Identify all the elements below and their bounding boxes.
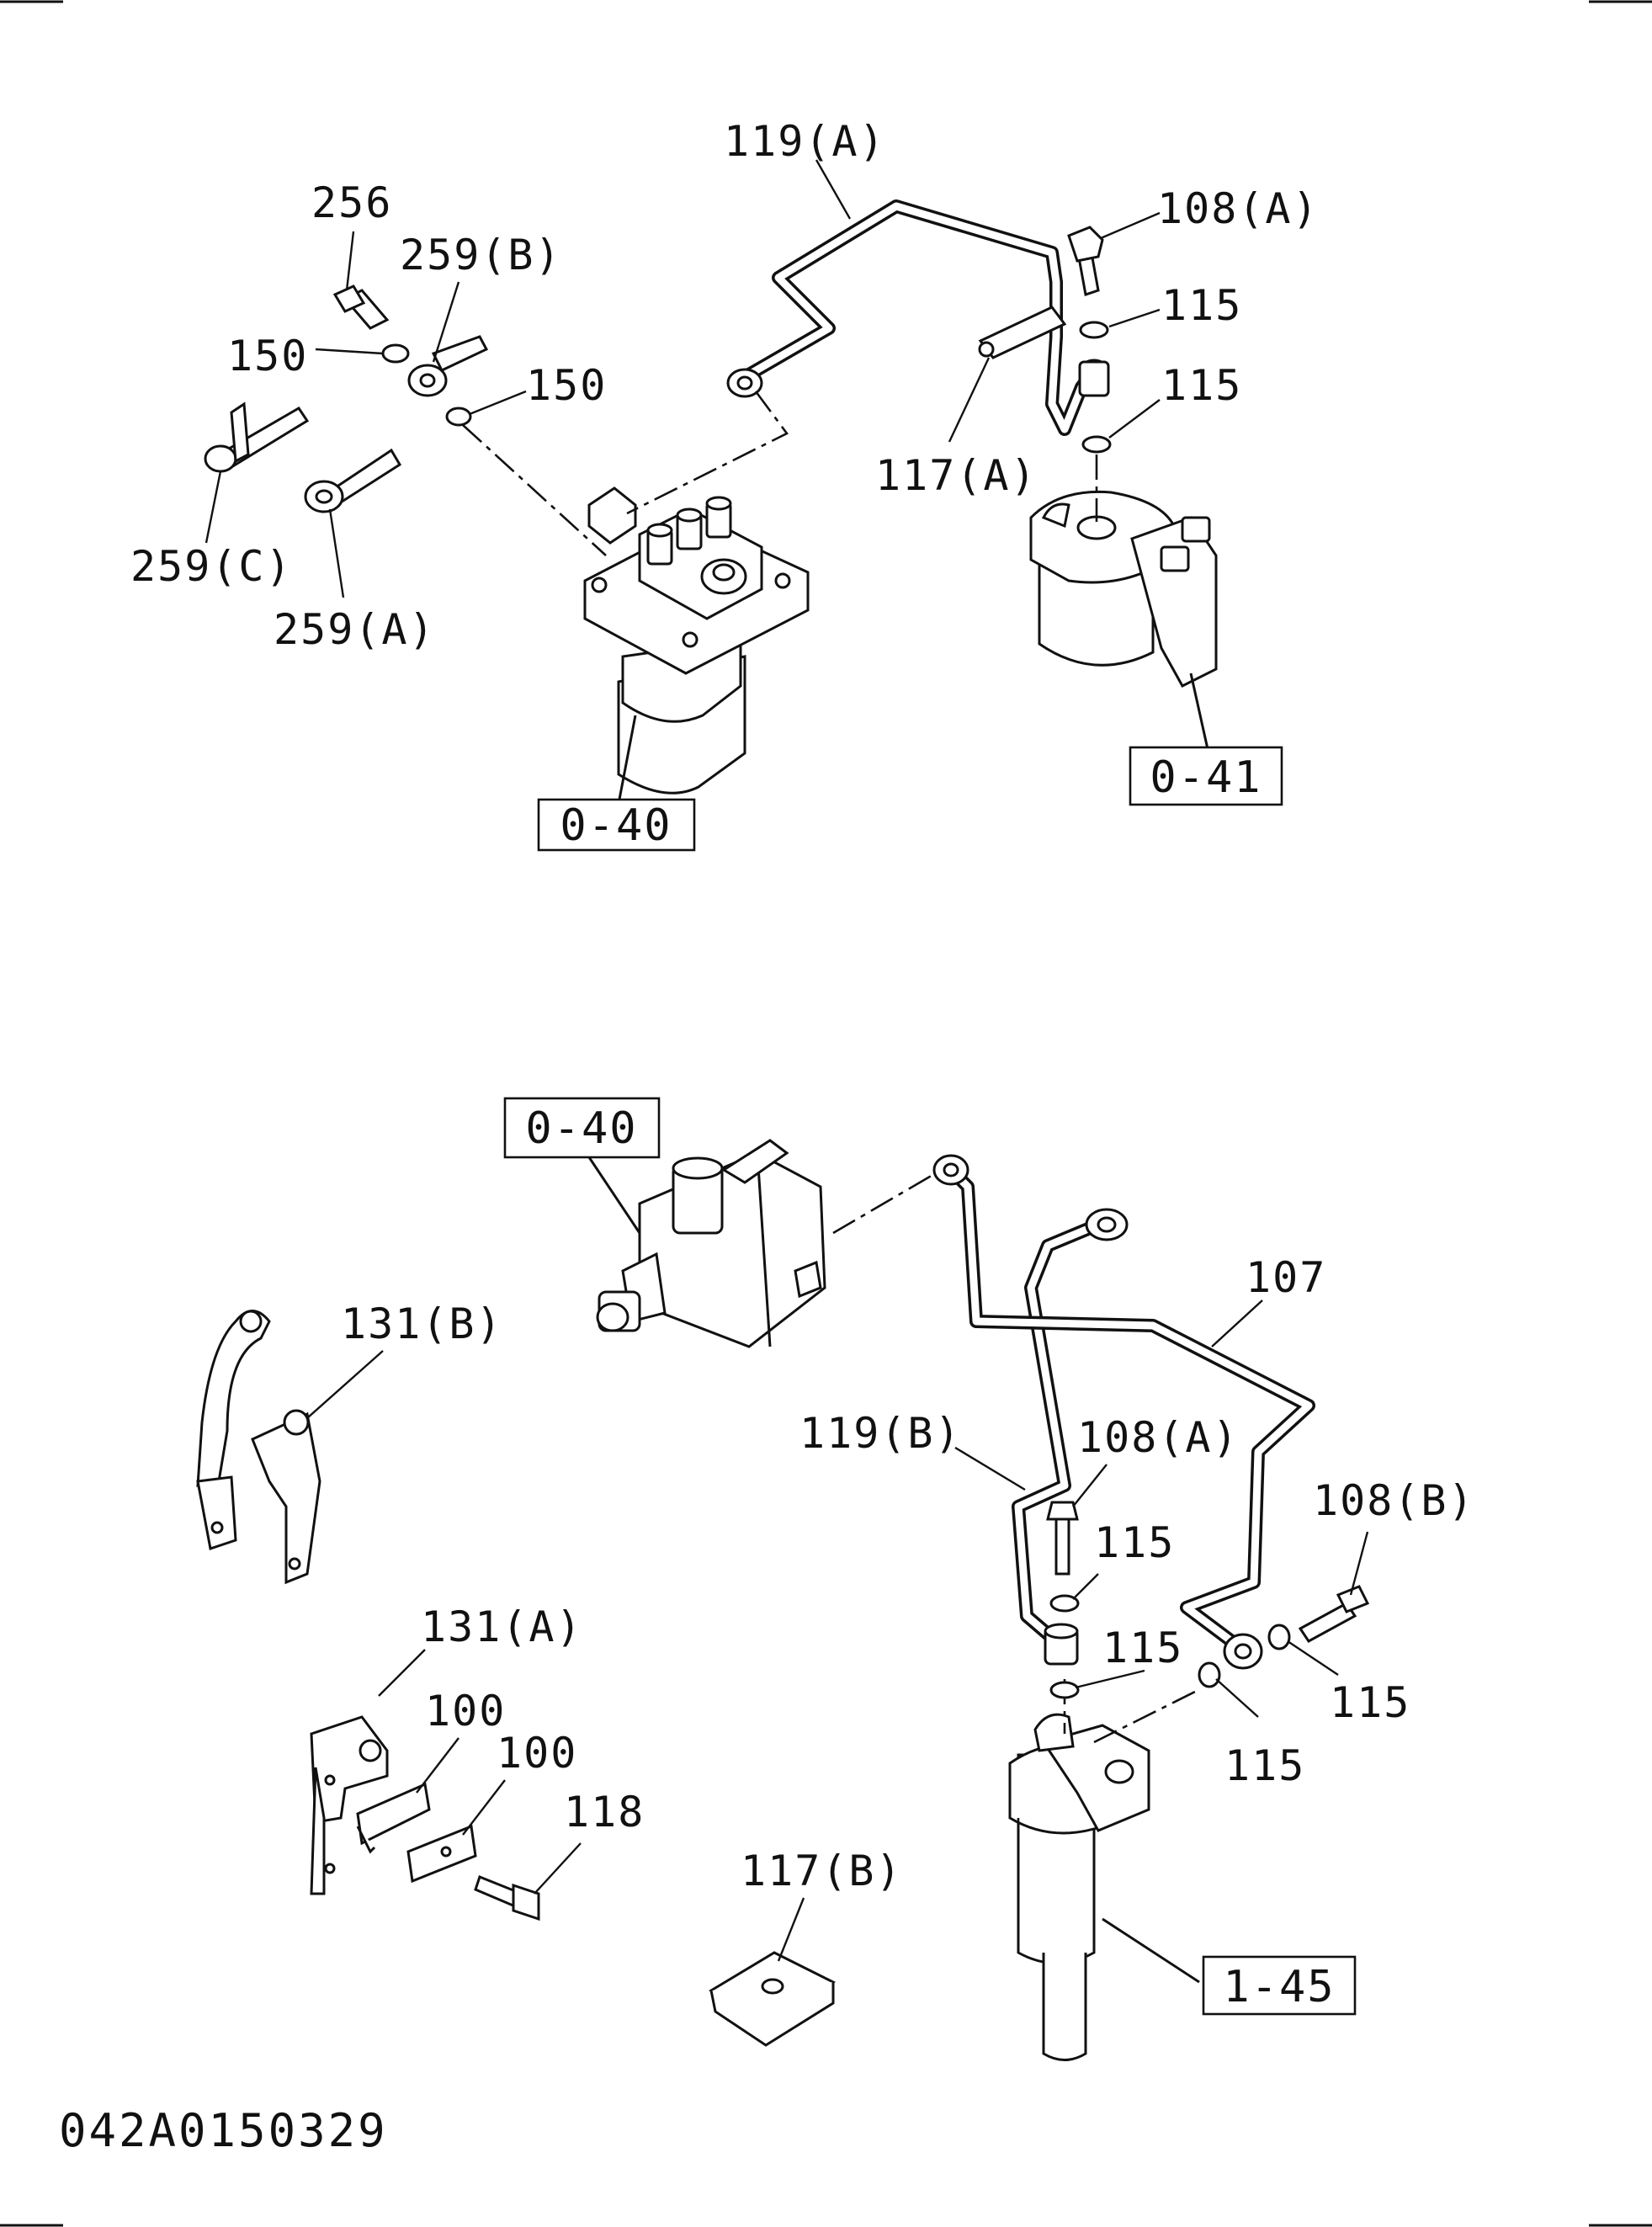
label-115-lower-d: 115: [1224, 1741, 1305, 1790]
upper-leaders: [205, 159, 1161, 598]
eye-bolt-108a-upper: [1067, 226, 1104, 296]
centerline-pump-upper: [462, 424, 607, 556]
bracket-131a: [310, 1715, 389, 1895]
label-115-lower-b: 115: [1102, 1624, 1183, 1672]
eye-bolt-108b: [1298, 1585, 1370, 1643]
banjo-fitting-259b: [407, 335, 489, 397]
washer-115-upper-top: [1079, 321, 1109, 339]
label-115-upper-top: 115: [1161, 281, 1242, 330]
eye-bolt-108a-lower: [1046, 1501, 1079, 1576]
bolt-256: [332, 284, 390, 330]
ref-145: 1-45: [1223, 1962, 1335, 2012]
centerline-port-lower: [1093, 1690, 1196, 1744]
ref-041: 0-41: [1150, 752, 1262, 803]
label-256: 256: [311, 178, 392, 227]
washer-150-upper-left: [381, 343, 410, 364]
clamp-100-left: [356, 1782, 431, 1854]
injection-pump-upper: [583, 486, 810, 795]
banjo-fitting-259c: [204, 401, 310, 473]
label-115-upper-bottom: 115: [1161, 361, 1242, 410]
ref-leader-040-upper: [617, 715, 637, 805]
banjo-fitting-259a: [304, 448, 402, 513]
ref-box-041: 0-41: [1129, 746, 1283, 806]
injection-pump-lower: [596, 1139, 826, 1348]
fuel-pipe-119a: [726, 199, 1110, 436]
label-150-right: 150: [526, 361, 607, 410]
label-108b: 108(B): [1313, 1476, 1475, 1525]
label-100-right: 100: [497, 1729, 577, 1778]
ref-leader-041: [1189, 672, 1209, 750]
label-131a: 131(A): [421, 1602, 583, 1651]
ref-box-040-lower: 0-40: [503, 1097, 661, 1159]
fuel-pipe-107: [932, 1154, 1315, 1670]
washer-115-lower-c: [1267, 1624, 1291, 1650]
label-117a: 117(A): [875, 451, 1038, 500]
ref-040-upper: 0-40: [560, 800, 672, 851]
fuel-filter-lower: [1008, 1713, 1150, 2061]
ref-leader-040-lower: [587, 1156, 641, 1234]
lower-leaders: [306, 1300, 1369, 1962]
pipe-clip-117a: [978, 306, 1067, 359]
label-108a-lower: 108(A): [1077, 1413, 1240, 1462]
label-115-lower-a: 115: [1094, 1518, 1175, 1567]
ref-box-040-upper: 0-40: [537, 798, 696, 852]
label-259a: 259(A): [274, 605, 436, 654]
label-119b: 119(B): [799, 1409, 962, 1458]
washer-115-lower-a: [1049, 1594, 1080, 1613]
bolt-118: [474, 1875, 540, 1921]
washer-115-lower-d: [1198, 1661, 1221, 1688]
label-107: 107: [1246, 1253, 1326, 1302]
washer-150-upper-right: [445, 407, 472, 427]
bracket-131b: [196, 1310, 321, 1585]
label-259b: 259(B): [400, 231, 562, 279]
ref-box-145: 1-45: [1202, 1955, 1357, 2016]
fuel-pipe-119b: [1012, 1208, 1129, 1666]
label-118: 118: [564, 1788, 645, 1836]
centerline-pipe-119a: [626, 391, 789, 515]
washer-115-lower-b: [1049, 1681, 1080, 1699]
fuel-filter-upper: [1029, 490, 1218, 688]
centerline-pump-lower: [832, 1172, 935, 1235]
label-119a: 119(A): [724, 117, 886, 166]
label-117b: 117(B): [741, 1847, 903, 1895]
label-115-lower-c: 115: [1330, 1678, 1410, 1727]
label-131b: 131(B): [341, 1300, 503, 1348]
ref-leader-145: [1102, 1917, 1200, 1984]
drawing-code: 042A0150329: [59, 2104, 388, 2157]
label-108a-upper: 108(A): [1157, 184, 1320, 233]
clamp-100-right: [406, 1824, 477, 1884]
washer-115-upper-bottom: [1081, 435, 1112, 454]
label-259c: 259(C): [130, 542, 293, 591]
ref-040-lower: 0-40: [525, 1103, 637, 1154]
pipe-clip-117b: [709, 1951, 837, 2047]
label-150-left: 150: [227, 332, 308, 380]
label-100-left: 100: [425, 1687, 506, 1735]
